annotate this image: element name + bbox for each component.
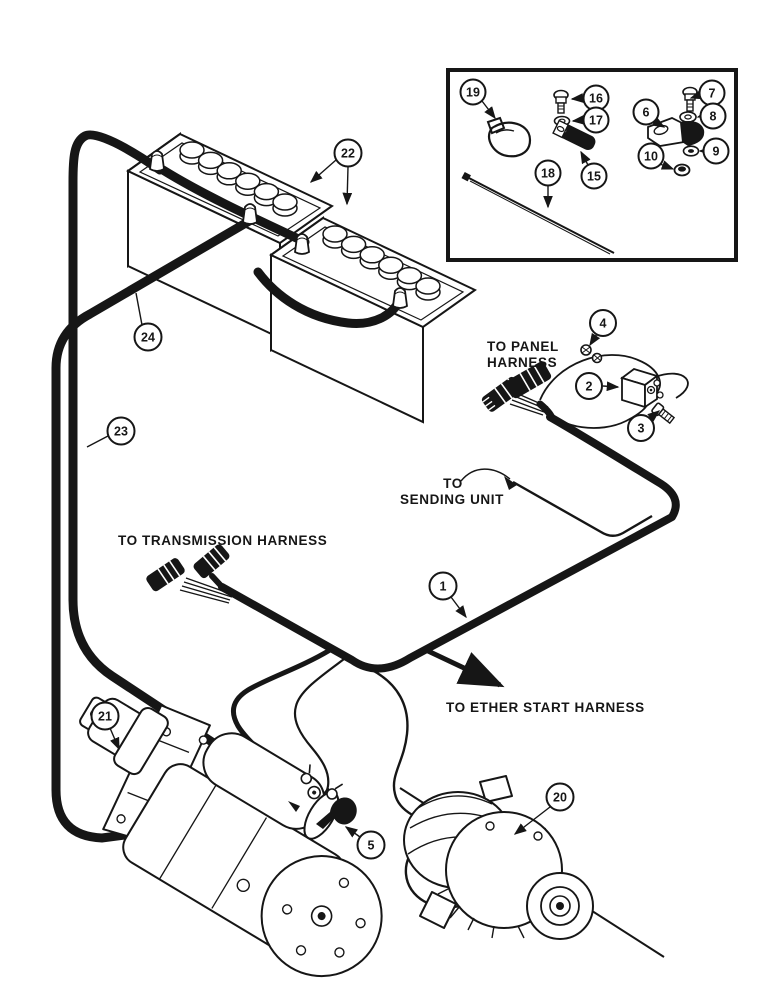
svg-text:22: 22 bbox=[341, 147, 355, 161]
callout-10: 10 bbox=[637, 142, 675, 170]
battery-rear bbox=[126, 132, 334, 340]
solenoid-terminals bbox=[300, 764, 344, 800]
svg-text:6: 6 bbox=[643, 106, 650, 120]
callout-17: 17 bbox=[571, 106, 610, 134]
jumper-cable-2 bbox=[253, 267, 404, 328]
label-line: TO bbox=[443, 476, 463, 491]
svg-text:5: 5 bbox=[368, 839, 375, 853]
label-ether-start-harness: TO ETHER START HARNESS bbox=[446, 700, 645, 715]
svg-text:19: 19 bbox=[466, 86, 480, 100]
callout-15: 15 bbox=[580, 150, 608, 190]
battery-caps bbox=[322, 225, 441, 301]
svg-text:2: 2 bbox=[586, 380, 593, 394]
callout-6: 6 bbox=[632, 98, 666, 128]
svg-text:23: 23 bbox=[114, 425, 128, 439]
main-harness bbox=[218, 413, 680, 673]
callout-3: 3 bbox=[627, 410, 661, 442]
battery-posts bbox=[149, 150, 408, 309]
label-transmission-harness: TO TRANSMISSION HARNESS bbox=[118, 533, 327, 548]
label-line: TO PANEL bbox=[487, 339, 559, 354]
callout-20: 20 bbox=[513, 782, 575, 835]
svg-text:17: 17 bbox=[589, 114, 603, 128]
callout-5: 5 bbox=[344, 826, 386, 860]
bolt-item-16 bbox=[553, 89, 569, 114]
svg-text:24: 24 bbox=[141, 331, 155, 345]
callout-1: 1 bbox=[428, 571, 467, 619]
label-sending-unit: TO SENDING UNIT bbox=[400, 468, 511, 507]
jumper-cable-1 bbox=[158, 165, 310, 247]
callout-8: 8 bbox=[696, 102, 727, 130]
svg-text:21: 21 bbox=[98, 710, 112, 724]
callout-22: 22 bbox=[309, 138, 363, 206]
svg-text:9: 9 bbox=[713, 145, 720, 159]
washer-item-9 bbox=[682, 145, 700, 157]
svg-text:1: 1 bbox=[440, 580, 447, 594]
nut-item-10 bbox=[673, 163, 691, 177]
nuts-item-4 bbox=[580, 344, 603, 364]
alternator bbox=[403, 775, 594, 940]
callout-24: 24 bbox=[133, 292, 163, 352]
strap-item-15 bbox=[552, 119, 596, 150]
svg-text:8: 8 bbox=[710, 110, 717, 124]
label-line: HARNESS bbox=[487, 355, 557, 370]
boot-item-5 bbox=[316, 797, 357, 829]
callout-19: 19 bbox=[459, 78, 496, 120]
label-panel-harness: TO PANEL HARNESS bbox=[487, 339, 559, 370]
battery-caps bbox=[179, 141, 298, 217]
svg-text:18: 18 bbox=[541, 167, 555, 181]
svg-text:20: 20 bbox=[553, 791, 567, 805]
callout-21: 21 bbox=[90, 701, 120, 751]
callout-4: 4 bbox=[589, 309, 617, 347]
svg-text:16: 16 bbox=[589, 92, 603, 106]
relay-wire-loop-right bbox=[654, 372, 689, 399]
clip-item-19 bbox=[486, 116, 532, 158]
svg-text:7: 7 bbox=[709, 87, 716, 101]
label-leader-line bbox=[460, 468, 511, 482]
transmission-harness-connectors bbox=[146, 544, 235, 604]
solenoid-branch-wire bbox=[293, 658, 345, 803]
svg-text:3: 3 bbox=[638, 422, 645, 436]
wire-end-arrow bbox=[288, 801, 300, 812]
svg-text:10: 10 bbox=[644, 150, 658, 164]
cable-tie-item-18 bbox=[461, 171, 615, 255]
callout-18: 18 bbox=[534, 159, 562, 209]
callout-2: 2 bbox=[575, 372, 620, 400]
washer-item-8 bbox=[679, 111, 697, 123]
panel-harness-connectors bbox=[481, 361, 556, 422]
label-line: SENDING UNIT bbox=[400, 492, 504, 507]
svg-text:4: 4 bbox=[600, 317, 607, 331]
svg-text:15: 15 bbox=[587, 170, 601, 184]
starter-motor bbox=[79, 696, 383, 978]
starter-relay-item-2 bbox=[539, 354, 689, 429]
callout-9: 9 bbox=[698, 137, 730, 165]
sending-unit-wire-tip bbox=[504, 476, 517, 490]
ether-start-branch bbox=[426, 648, 505, 688]
callout-23: 23 bbox=[86, 416, 136, 448]
sending-unit-wire bbox=[512, 480, 653, 537]
